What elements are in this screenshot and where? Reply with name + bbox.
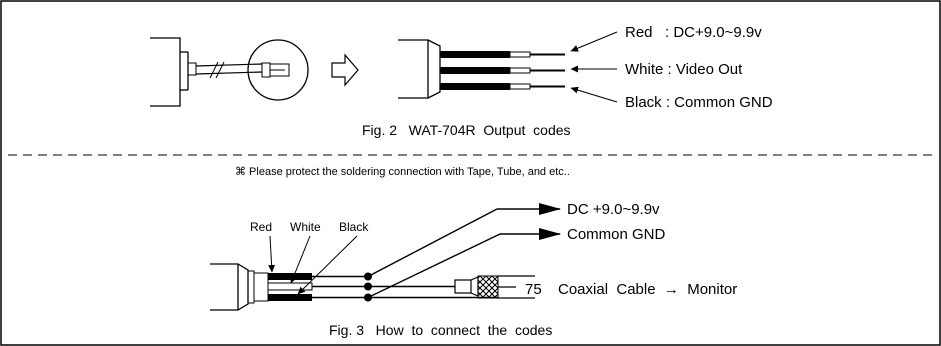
coax-monitor-label: Coaxial Cable → Monitor — [558, 281, 738, 298]
camera-body — [150, 37, 197, 107]
fig2-connector — [398, 39, 565, 99]
fig2-caption: Fig. 2 WAT-704R Output codes — [362, 122, 571, 138]
label-white-wire: White : Video Out — [625, 61, 743, 78]
impedance-label: 75 — [525, 281, 542, 298]
fig3-wire-leaders — [268, 235, 358, 295]
detail-circle — [247, 39, 309, 101]
fig3-label-red: Red — [250, 220, 273, 234]
fig3-caption: Fig. 3 How to connect the codes — [329, 322, 553, 338]
soldering-note: ⌘ Please protect the soldering connectio… — [235, 166, 570, 178]
fig3-camera-connector — [210, 263, 368, 311]
fig2-cable — [195, 61, 263, 79]
fig3-label-white: White — [290, 220, 321, 234]
label-black-wire: Black : Common GND — [625, 94, 773, 111]
fig3-label-dc: DC +9.0~9.9v — [567, 201, 660, 218]
fig3-label-gnd: Common GND — [567, 226, 666, 243]
fig3-routed-wires — [367, 203, 561, 299]
coax-plug — [454, 275, 535, 299]
fig3-label-black: Black — [339, 220, 369, 234]
hollow-arrow-icon — [331, 53, 359, 87]
fig2-leaders — [570, 31, 618, 103]
label-red-wire: Red : DC+9.0~9.9v — [625, 24, 762, 41]
